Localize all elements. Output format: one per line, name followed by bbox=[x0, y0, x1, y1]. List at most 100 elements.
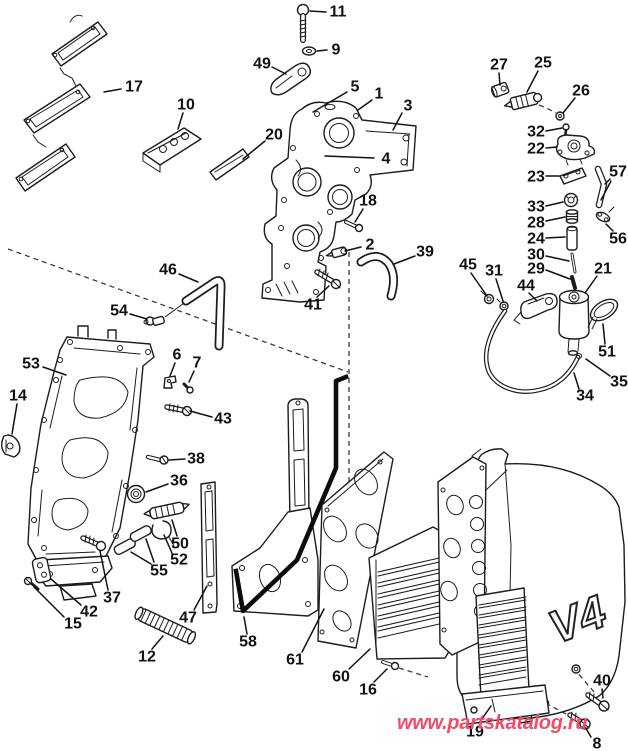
part-label-34: 34 bbox=[576, 388, 594, 405]
part-label-7: 7 bbox=[193, 355, 202, 372]
part-label-45: 45 bbox=[459, 257, 477, 274]
leader-line-50 bbox=[171, 519, 178, 537]
part-56-clip bbox=[595, 206, 615, 223]
part-30-rod bbox=[570, 252, 577, 274]
part-label-6: 6 bbox=[173, 347, 182, 364]
leader-line-32 bbox=[545, 127, 563, 132]
leader-line-2 bbox=[344, 246, 362, 252]
leader-line-12 bbox=[151, 635, 164, 650]
part-2-fitting bbox=[325, 246, 348, 259]
part-label-1: 1 bbox=[375, 86, 384, 103]
leader-line-61 bbox=[301, 608, 325, 653]
leader-line-38 bbox=[168, 458, 186, 461]
leader-line-56 bbox=[605, 223, 614, 232]
part-label-60: 60 bbox=[332, 669, 350, 686]
part-label-21: 21 bbox=[594, 261, 612, 278]
leader-line-21 bbox=[584, 275, 598, 294]
part-label-58: 58 bbox=[239, 634, 257, 651]
leader-line-18 bbox=[354, 208, 364, 223]
leader-line-9 bbox=[316, 49, 328, 52]
part-label-22: 22 bbox=[527, 141, 545, 158]
leader-line-24 bbox=[545, 236, 566, 239]
leader-line-51 bbox=[602, 323, 606, 345]
leader-line-36 bbox=[145, 483, 169, 493]
part-label-26: 26 bbox=[572, 83, 590, 100]
part-label-29: 29 bbox=[527, 261, 545, 278]
part-24-tube bbox=[566, 225, 578, 251]
part-29-pin bbox=[570, 275, 577, 290]
part-34-primer-hose bbox=[483, 308, 582, 394]
leader-line-20 bbox=[242, 140, 266, 160]
part-45-grommet bbox=[480, 290, 495, 305]
part-label-40: 40 bbox=[593, 673, 611, 690]
leader-line-57 bbox=[600, 180, 612, 201]
part-label-56: 56 bbox=[609, 231, 627, 248]
leader-line-44 bbox=[528, 292, 538, 302]
leader-line-26 bbox=[562, 97, 576, 114]
leader-line-60 bbox=[348, 648, 371, 670]
part-label-9: 9 bbox=[332, 42, 341, 59]
watermark-url: www.partskatalog.ru bbox=[397, 712, 587, 734]
part-label-25: 25 bbox=[534, 55, 552, 72]
leader-line-40 bbox=[601, 688, 604, 699]
part-15-screw bbox=[23, 576, 40, 591]
part-46-hose bbox=[181, 276, 226, 351]
leader-line-25 bbox=[526, 70, 539, 93]
leader-line-54 bbox=[129, 313, 148, 320]
part-label-10: 10 bbox=[177, 97, 195, 114]
part-10-leaf-plate bbox=[142, 127, 202, 173]
leader-line-41 bbox=[316, 285, 330, 298]
part-label-2: 2 bbox=[366, 237, 375, 254]
part-label-4: 4 bbox=[382, 151, 391, 168]
leader-line-15 bbox=[33, 586, 65, 618]
leader-line-46 bbox=[178, 273, 199, 283]
leader-line-3 bbox=[392, 112, 403, 131]
part-label-57: 57 bbox=[609, 164, 627, 181]
leader-line-10 bbox=[177, 112, 184, 130]
part-6-clip bbox=[163, 375, 177, 389]
part-16-screw bbox=[381, 660, 429, 678]
leader-line-45 bbox=[470, 272, 488, 297]
part-38-screw bbox=[145, 454, 169, 465]
part-25-fitting bbox=[503, 91, 543, 111]
part-55-tubes bbox=[113, 525, 152, 555]
part-58-seal bbox=[233, 374, 349, 614]
leader-line-43 bbox=[189, 410, 213, 418]
part-label-12: 12 bbox=[138, 649, 156, 666]
leader-line-30 bbox=[545, 255, 570, 262]
part-57-hose-y bbox=[594, 165, 608, 209]
part-39-hose bbox=[356, 252, 399, 301]
leader-line-1 bbox=[357, 99, 373, 111]
leader-line-11 bbox=[309, 10, 327, 13]
part-36-grommet bbox=[126, 484, 146, 504]
part-47-gasket bbox=[200, 398, 319, 617]
part-label-20: 20 bbox=[265, 127, 283, 144]
part-label-14: 14 bbox=[9, 388, 27, 405]
leader-line-5 bbox=[312, 91, 348, 113]
part-label-49: 49 bbox=[253, 56, 271, 73]
part-label-46: 46 bbox=[159, 262, 177, 279]
part-43-bolt bbox=[164, 403, 193, 417]
part-28-bushing bbox=[565, 209, 579, 224]
part-label-3: 3 bbox=[404, 98, 413, 115]
part-49-bracket bbox=[270, 62, 312, 96]
part-11-bolt bbox=[296, 3, 310, 43]
part-label-24: 24 bbox=[527, 231, 545, 248]
leader-line-55 bbox=[145, 538, 155, 563]
leader-line-7 bbox=[188, 370, 195, 383]
leader-line-34 bbox=[573, 372, 580, 390]
leader-line-27 bbox=[498, 72, 501, 86]
part-1-manifold-body bbox=[261, 100, 417, 303]
part-label-36: 36 bbox=[170, 473, 188, 490]
leader-line-52 bbox=[163, 534, 173, 554]
part-label-16: 16 bbox=[359, 682, 377, 699]
part-label-8: 8 bbox=[593, 736, 602, 751]
part-label-5: 5 bbox=[351, 79, 360, 96]
part-22-pump-bracket bbox=[555, 134, 596, 166]
leader-line-58 bbox=[243, 616, 248, 635]
part-label-33: 33 bbox=[527, 199, 545, 216]
part-label-32: 32 bbox=[527, 124, 545, 141]
part-label-52: 52 bbox=[170, 552, 188, 569]
part-54-fitting bbox=[143, 302, 185, 326]
